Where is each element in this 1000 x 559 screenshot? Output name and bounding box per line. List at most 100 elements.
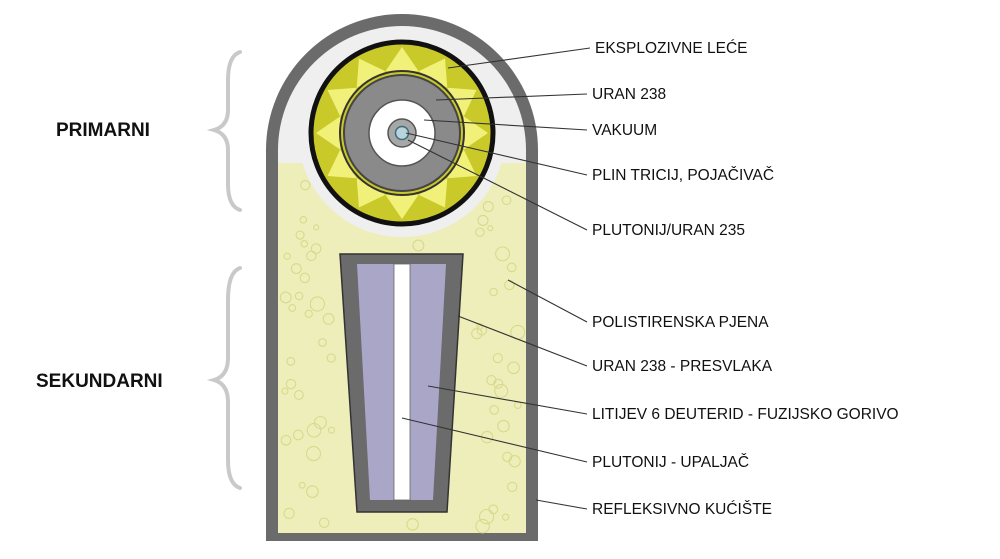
foam-bubble [310, 243, 322, 254]
foam-bubble [306, 422, 322, 438]
foam-bubble [280, 434, 292, 446]
lithium-deuteride-label: LITIJEV 6 DEUTERID - FUZIJSKO GORIVO [592, 406, 899, 423]
foam-bubble [300, 240, 309, 248]
foam-bubble [475, 518, 490, 534]
foam-bubble [288, 304, 297, 312]
foam-bubble [318, 338, 327, 347]
secondary-label: SEKUNDARNI [36, 371, 163, 392]
foam-bubble [406, 518, 419, 531]
primary-label: PRIMARNI [56, 120, 150, 141]
sparkplug-label: PLUTONIJ - UPALJAČ [592, 454, 749, 471]
sparkplug-leader-line [401, 417, 588, 463]
foam-bubble [495, 246, 511, 262]
explosive-lenses-label: EKSPLOZIVNE LEĆE [595, 40, 747, 57]
foam-bubble [294, 291, 304, 301]
foam-bubble [501, 513, 510, 521]
explosive-lens-segment [463, 116, 488, 150]
foam-bubble [506, 262, 517, 273]
foam-bubble [304, 309, 313, 318]
vacuum-leader-line [423, 119, 588, 131]
foam-bubble [305, 446, 322, 462]
sparkplug [393, 263, 411, 501]
explosive-lens-segments [316, 47, 488, 219]
foam-bubbles [279, 180, 526, 534]
foam-bubble [501, 195, 512, 206]
foam-bubble [494, 383, 509, 398]
polystyrene-foam-leader-line [507, 279, 588, 323]
explosive-lens-segment [418, 178, 448, 208]
foam-bubble [478, 508, 495, 525]
foam-bubble [326, 353, 336, 363]
tritium-booster [394, 125, 410, 141]
foam-bubble [306, 485, 319, 498]
foam-bubble [313, 224, 320, 231]
tritium-booster-label: PLIN TRICIJ, POJAČIVAČ [592, 167, 774, 184]
pit-core-label: PLUTONIJ/URAN 235 [592, 222, 745, 239]
explosive-lens-segment [327, 87, 357, 117]
pit-core-leader-line [407, 139, 588, 231]
uranium-238-tamper-label: URAN 238 [592, 86, 666, 103]
foam-bubble [412, 239, 425, 252]
explosive-lens-segment [418, 58, 448, 88]
lithium-deuteride-leader-line [427, 385, 588, 415]
callout-leaders [401, 47, 591, 510]
foam-bubble [318, 517, 330, 529]
uranium-238-tamper-leader-line [435, 93, 588, 101]
foam-bubble [281, 387, 289, 395]
foam-bubble [489, 405, 500, 415]
foam-bubble [497, 419, 510, 433]
radiation-case-leader-line [535, 499, 588, 510]
explosive-lens-segment [356, 58, 386, 88]
foam-bubble [507, 361, 520, 375]
uranium-238-pusher-leader-line [457, 315, 588, 367]
foam-bubble [487, 225, 494, 232]
primary-brace [206, 50, 242, 212]
foam-bubble [295, 230, 305, 240]
polystyrene-foam-label: POLISTIRENSKA PJENA [592, 314, 769, 331]
foam-bubble [471, 327, 483, 340]
foam-bubble [482, 201, 494, 213]
foam-bubble [477, 214, 489, 226]
explosive-lens-segment [447, 87, 477, 117]
foam-bubble [306, 250, 317, 262]
foam-bubble [486, 375, 497, 386]
foam-bubble [300, 180, 311, 191]
foam-bubble [298, 481, 306, 489]
foam-bubble [475, 227, 485, 237]
foam-bubble [327, 426, 336, 434]
foam-bubble [279, 291, 292, 304]
foam-bubble [492, 352, 503, 364]
foam-bubble [493, 378, 504, 389]
foam-bubble [489, 287, 498, 297]
explosive-lens-segment [385, 194, 419, 219]
foam-bubble [508, 455, 521, 468]
secondary-brace [206, 266, 242, 490]
foam-bubble [283, 252, 291, 260]
explosive-lens-segment [385, 47, 419, 72]
foam-bubble [322, 313, 335, 325]
foam-bubble [292, 429, 304, 441]
uranium-238-pusher-label: URAN 238 - PRESVLAKA [592, 358, 773, 375]
foam-bubble [283, 507, 295, 520]
radiation-case-label: REFLEKSIVNO KUĆIŠTE [592, 501, 772, 518]
foam-bubble [290, 263, 302, 275]
foam-bubble [299, 216, 308, 224]
foam-bubble [299, 272, 311, 284]
vacuum-label: VAKUUM [592, 122, 657, 139]
foam-bubble [286, 356, 296, 366]
foam-bubble [309, 296, 326, 312]
foam-bubble [507, 481, 518, 493]
foam-bubble [293, 390, 304, 400]
secondary-stage [339, 253, 464, 513]
foam-bubble [285, 378, 297, 390]
explosive-lens-segment [356, 178, 386, 208]
explosive-lens-segment [327, 149, 357, 179]
explosive-lens-segment [316, 116, 341, 150]
tritium-booster-leader-line [405, 132, 588, 176]
foam-bubble [488, 504, 499, 515]
explosive-lenses-leader-line [447, 47, 591, 69]
primary-stage [298, 29, 506, 237]
